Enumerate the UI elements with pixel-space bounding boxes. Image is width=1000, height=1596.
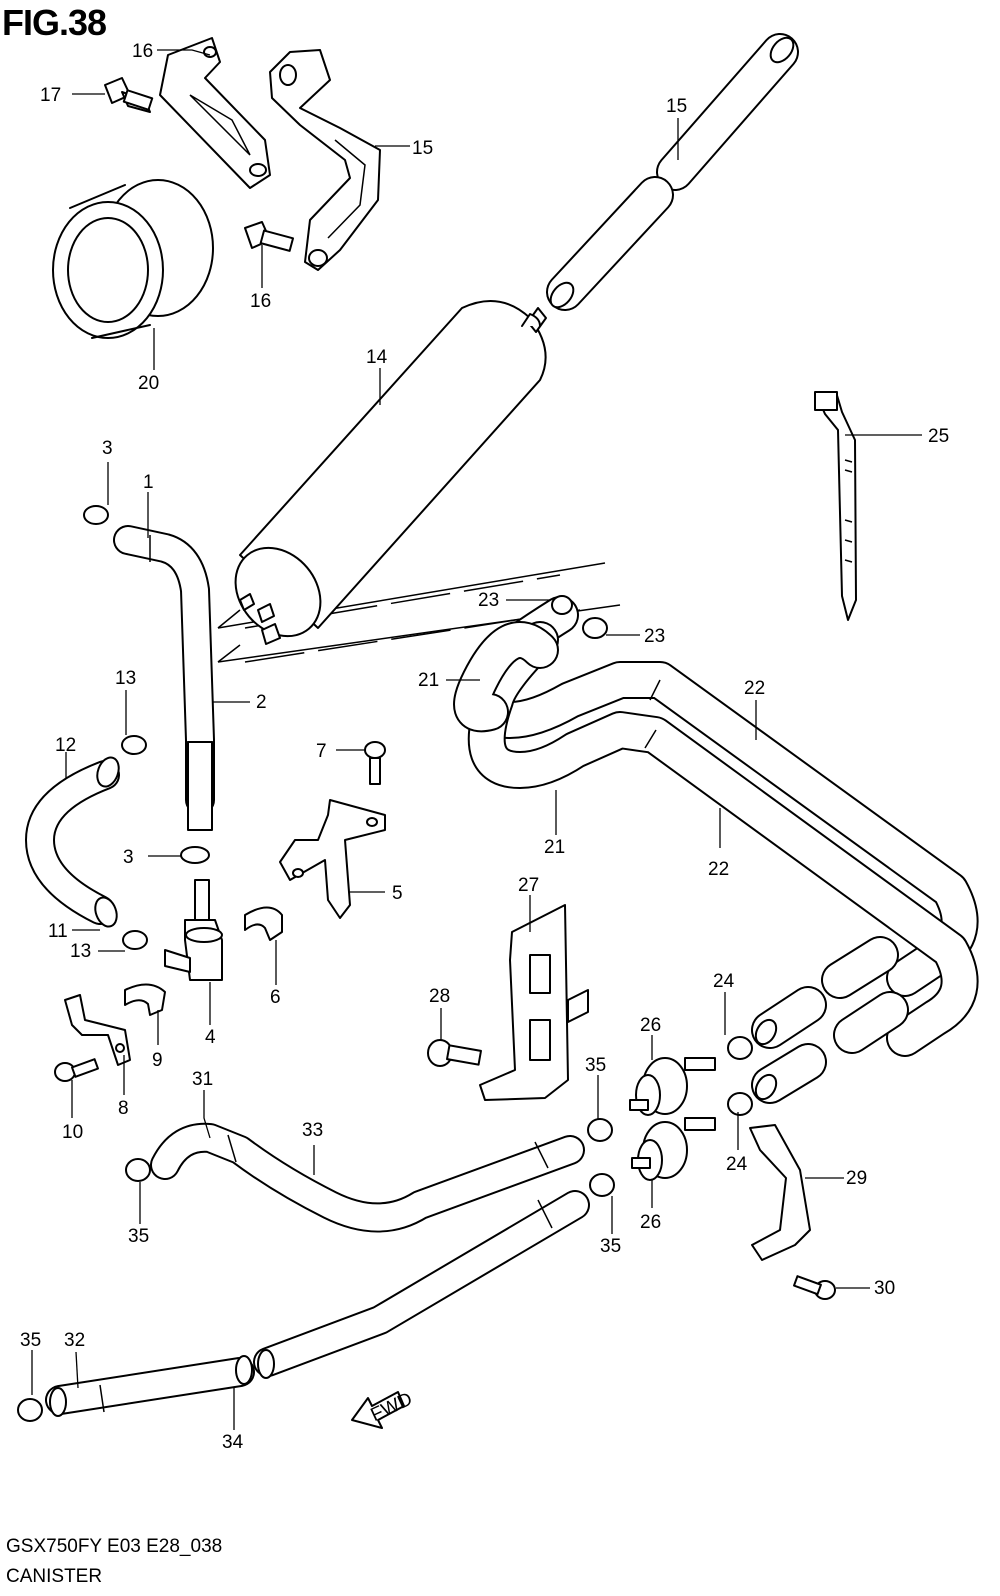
callout-15: 15 (666, 96, 687, 117)
callout-13-top: 13 (115, 668, 136, 689)
callout-20: 20 (138, 373, 159, 394)
callout-16: 15 (412, 138, 433, 159)
clamps (17, 505, 753, 1422)
callout-35-valve-top: 35 (585, 1055, 606, 1076)
part-21-22-hoses (453, 596, 979, 1104)
callout-27: 27 (518, 875, 539, 896)
callout-6: 6 (270, 987, 281, 1008)
leader-lines (31, 49, 922, 1430)
callout-26-top: 26 (640, 1015, 661, 1036)
part-18-bracket (159, 37, 271, 189)
part-1-2-hose (113, 525, 215, 831)
part-26-valves (629, 1057, 716, 1181)
callout-23-bottom: 23 (644, 626, 665, 647)
callout-21-bottom: 21 (544, 837, 565, 858)
part-15-hose (546, 33, 799, 311)
fwd-label: FWD (368, 1389, 416, 1426)
part-4-valve (164, 879, 223, 981)
callout-2: 2 (256, 692, 267, 713)
part-19-bolt (104, 77, 154, 113)
callout-24-bottom: 24 (726, 1154, 748, 1175)
callout-22-top: 22 (744, 678, 765, 699)
callout-35-left: 35 (128, 1226, 149, 1247)
callout-12: 12 (55, 735, 76, 756)
callout-10: 10 (62, 1122, 83, 1143)
callout-13-bottom: 13 (70, 941, 91, 962)
callout-18: 16 (132, 41, 153, 62)
callout-17: 16 (250, 291, 271, 312)
callout-35-valve-bottom: 35 (600, 1236, 621, 1257)
callout-8: 8 (118, 1098, 129, 1119)
part-8-10-bracket (54, 994, 131, 1082)
figure-name: CANISTER (6, 1566, 103, 1587)
callout-28: 28 (429, 986, 450, 1007)
callout-5: 5 (392, 883, 403, 904)
part-25-cable-tie (814, 391, 857, 621)
callout-14: 14 (366, 347, 388, 368)
model-code: GSX750FY E03 E28_038 (6, 1536, 223, 1557)
callout-3-top: 3 (102, 438, 113, 459)
callout-11: 11 (48, 921, 68, 942)
part-29-30-bracket (749, 1124, 836, 1300)
callout-31: 31 (192, 1069, 213, 1090)
part-20-grommet (52, 179, 214, 339)
callout-33: 33 (302, 1120, 323, 1141)
callout-25: 25 (928, 426, 949, 447)
callout-1: 1 (143, 472, 154, 493)
callout-labels: 16 17 15 16 20 15 14 25 3 1 2 13 12 3 11… (20, 41, 949, 1453)
part-16-bracket (269, 49, 381, 271)
figure-title: FIG.38 (2, 2, 107, 43)
part-6-9-clips (124, 906, 283, 1016)
callout-34: 34 (222, 1432, 244, 1453)
callout-4: 4 (205, 1027, 216, 1048)
callout-19: 17 (40, 85, 61, 106)
part-31-33-hose (150, 1122, 585, 1233)
part-14-canister (234, 300, 547, 645)
part-7-screw (364, 741, 386, 785)
callout-21-top: 21 (418, 670, 439, 691)
callout-30: 30 (874, 1278, 895, 1299)
callout-23-top: 23 (478, 590, 499, 611)
fwd-arrow: FWD (351, 1389, 416, 1429)
part-5-bracket (279, 799, 386, 919)
part-27-28-bracket (427, 904, 589, 1101)
callout-26-bottom: 26 (640, 1212, 661, 1233)
part-17-bolt (244, 221, 295, 252)
callout-9: 9 (152, 1050, 163, 1071)
callout-29: 29 (846, 1168, 867, 1189)
callout-22-bottom: 22 (708, 859, 729, 880)
part-12-hose (25, 756, 120, 928)
callout-32: 32 (64, 1330, 85, 1351)
callout-24-top: 24 (713, 971, 735, 992)
callout-7: 7 (316, 741, 327, 762)
callout-35-corner: 35 (20, 1330, 41, 1351)
callout-3-mid: 3 (123, 847, 134, 868)
part-32-34-hose (45, 1190, 590, 1417)
